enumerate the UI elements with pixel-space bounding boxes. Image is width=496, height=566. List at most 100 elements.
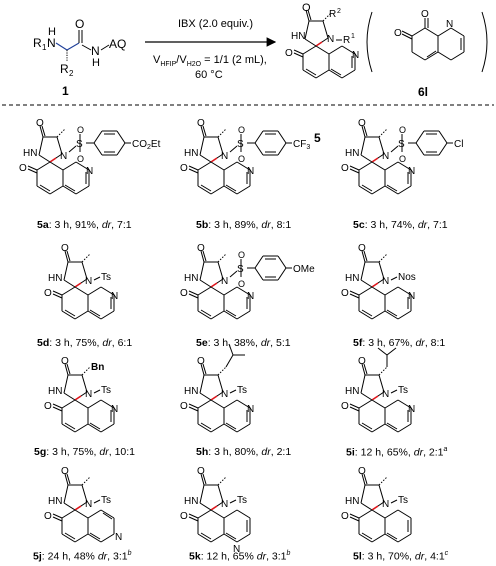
svg-text:Ts: Ts [101,385,111,396]
product-5f-structure: O HN N Nos O N [341,243,416,320]
svg-text:N: N [382,276,389,287]
svg-text:HN: HN [48,273,62,284]
svg-text:N: N [408,404,415,415]
svg-text:O: O [61,356,69,367]
svg-text:2: 2 [337,8,341,15]
svg-text:O: O [421,9,429,20]
svg-text:N: N [60,151,67,162]
svg-text:O: O [180,401,188,412]
svg-text:HN: HN [291,31,305,42]
svg-text:N: N [85,276,92,287]
svg-text:OMe: OMe [293,264,315,275]
svg-text:O: O [358,356,366,367]
svg-text:O: O [341,163,349,174]
svg-text:N: N [352,50,359,61]
svg-text:N: N [221,151,228,162]
svg-text:Ts: Ts [398,495,408,506]
svg-text:1: 1 [62,84,69,98]
product-5d-structure: O HN N Ts O N [44,243,118,320]
svg-text:N: N [247,166,254,177]
svg-text:HN: HN [184,148,198,159]
svg-text:N: N [111,404,118,415]
svg-text:Ts: Ts [237,385,247,396]
svg-text:N: N [247,404,254,415]
svg-text:O: O [341,288,349,299]
svg-text:O: O [394,28,402,39]
caption-5k: 5k: 12 h, 65% dr, 3:1b [189,550,291,563]
svg-text:HN: HN [345,386,359,397]
svg-text:H: H [48,26,56,38]
svg-text:O: O [61,466,69,477]
caption-5l: 5l: 3 h, 70%, dr, 4:1c [353,550,449,563]
product-5i-structure: O HN N Ts O N [341,347,415,433]
svg-text:HN: HN [345,148,359,159]
svg-text:O: O [358,243,366,254]
svg-text:H: H [92,57,100,69]
caption-5a: 5a: 3 h, 91%, dr, 7:1 [37,219,132,231]
product-5g-structure: O Bn HN N Ts O N [44,356,118,433]
svg-text:R: R [343,35,350,46]
svg-text:N: N [111,291,118,302]
svg-text:N: N [115,532,122,543]
svg-text:N: N [408,166,415,177]
product-5k-structure: O HN N Ts O N [180,466,251,555]
product-5l-structure: O HN N Ts O [341,466,412,543]
svg-text:N: N [221,389,228,400]
svg-text:O: O [77,154,84,164]
caption-5i: 5i: 12 h, 65%, dr, 2:1a [346,446,448,459]
svg-text:O: O [180,163,188,174]
product-5h-structure: O HN N Ts O N [180,343,254,433]
svg-text:N: N [233,544,240,555]
svg-text:O: O [341,401,349,412]
product-5: O HN N R 2 R 1 O N 5 [285,2,359,145]
svg-text:N: N [446,19,453,30]
svg-text:O: O [285,48,293,59]
svg-text:O: O [358,466,366,477]
svg-text:6l: 6l [418,85,428,99]
svg-text:N: N [221,499,228,510]
svg-text:HN: HN [23,148,37,159]
svg-text:O: O [358,118,366,129]
svg-text:O: O [197,243,205,254]
svg-text:1: 1 [42,43,47,52]
svg-text:N: N [408,291,415,302]
svg-text:HN: HN [345,496,359,507]
svg-text:Bn: Bn [91,362,104,373]
svg-text:O: O [399,154,406,164]
svg-text:N: N [221,276,228,287]
svg-text:O: O [238,250,245,260]
svg-text:AQ: AQ [109,37,126,51]
svg-text:O: O [180,288,188,299]
svg-text:O: O [44,401,52,412]
svg-text:2: 2 [69,69,74,78]
caption-5j: 5j: 24 h, 48% dr, 3:1b [33,550,132,563]
product-5c-structure: O HN N O N S O O Cl [341,118,463,195]
svg-text:Cl: Cl [454,139,463,150]
svg-text:N: N [91,44,100,58]
svg-text:O: O [36,118,44,129]
caption-5c: 5c: 3 h, 74%, dr, 7:1 [353,219,448,231]
svg-text:O: O [44,288,52,299]
product-5e-structure: O HN N O N S O O OMe [180,243,315,320]
svg-text:N: N [47,36,56,50]
svg-text:HN: HN [48,496,62,507]
caption-5f: 5f: 3 h, 67%, dr, 8:1 [353,337,446,349]
svg-text:N: N [327,34,334,45]
product-5j-structure: O HN N Ts O N [44,466,122,543]
reaction-arrow: IBX (2.0 equiv.) VHFIP/VH2O = 1/1 (2 mL)… [145,18,277,81]
caption-5b: 5b: 3 h, 89%, dr, 8:1 [196,219,292,231]
svg-text:O: O [19,163,27,174]
svg-text:R: R [329,9,336,20]
svg-text:HN: HN [48,386,62,397]
svg-text:O: O [61,243,69,254]
svg-text:VHFIP/VH2O = 1/1 (2 mL),: VHFIP/VH2O = 1/1 (2 mL), [153,54,267,68]
svg-text:1: 1 [351,33,355,40]
svg-text:N: N [382,389,389,400]
caption-5e: 5e: 3 h, 38%, dr, 5:1 [196,337,291,349]
product-5b-structure: O HN N O N S O O CF3 [180,118,310,195]
reactant-1: R 1 N H R 2 O N H AQ 1 [33,17,126,98]
caption-5g: 5g: 3 h, 75%, dr, 10:1 [34,446,136,458]
svg-text:CF3: CF3 [293,139,310,151]
svg-text:N: N [86,166,93,177]
